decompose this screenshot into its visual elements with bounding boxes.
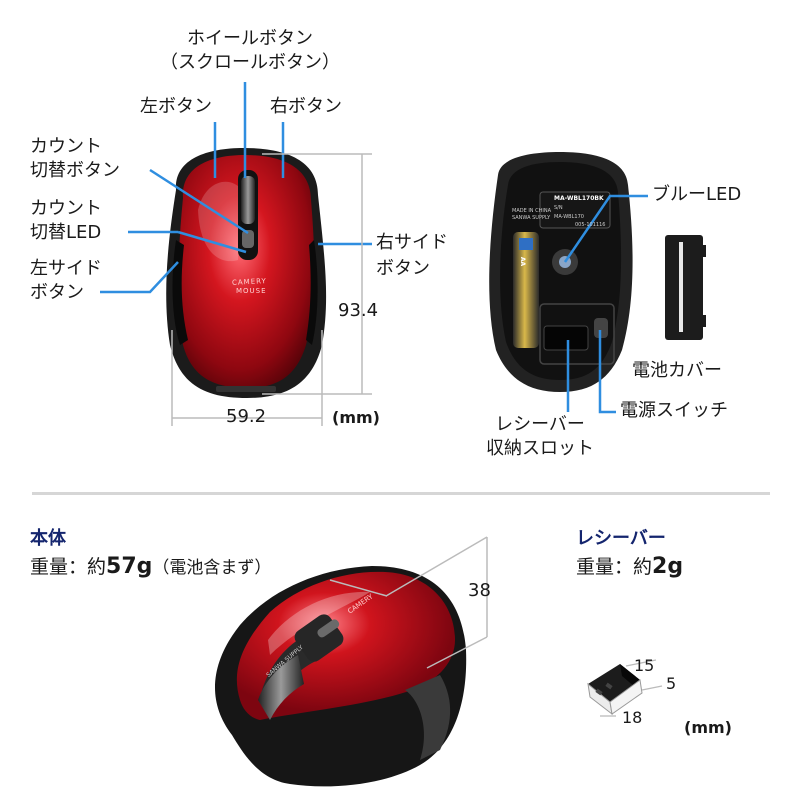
section-divider bbox=[32, 492, 770, 495]
right-button-label: 右ボタン bbox=[270, 96, 342, 117]
receiver-slot-label-line2: 収納スロット bbox=[486, 438, 594, 459]
battery-label: AA bbox=[519, 256, 527, 267]
right-side-button-label-line2: ボタン bbox=[376, 258, 430, 279]
dimension-unit-top: (mm) bbox=[332, 408, 380, 427]
body-weight-line: 重量：約57g（電池含まず） bbox=[30, 552, 271, 579]
receiver-illustration bbox=[587, 664, 643, 716]
body-spec-title: 本体 bbox=[30, 528, 66, 549]
wheel-button-sublabel: （スクロールボタン） bbox=[160, 52, 340, 73]
top-view-mouse bbox=[166, 148, 327, 398]
width-dimension: 59.2 bbox=[226, 406, 267, 427]
body-weight-value: 57g bbox=[106, 554, 153, 579]
bottom-label-model: MA-WBL170BK bbox=[554, 195, 604, 202]
receiver-spec-title: レシーバー bbox=[576, 528, 666, 549]
leader-lines-bottom bbox=[563, 194, 648, 414]
bottom-label-made-in: MADE IN CHINA bbox=[512, 208, 552, 214]
height-dimension: 38 bbox=[468, 580, 491, 601]
bottom-label-code: 005-101116 bbox=[575, 222, 606, 228]
receiver-height-dimension: 5 bbox=[666, 674, 677, 693]
battery-cover-illustration bbox=[665, 235, 706, 340]
dimension-unit-receiver: (mm) bbox=[684, 718, 732, 737]
dimension-lines-receiver bbox=[600, 659, 663, 717]
left-button-label: 左ボタン bbox=[140, 96, 212, 117]
bottom-label-model2: MA-WBL170 bbox=[554, 214, 584, 220]
count-led-label-line2: 切替LED bbox=[30, 222, 102, 243]
receiver-width-dimension: 15 bbox=[634, 656, 655, 675]
count-led-label-line1: カウント bbox=[30, 198, 102, 219]
blue-led-label: ブルーLED bbox=[652, 184, 742, 205]
receiver-slot-label-line1: レシーバー bbox=[495, 414, 585, 435]
left-side-button-label-line2: ボタン bbox=[30, 282, 84, 303]
battery-cover-label: 電池カバー bbox=[632, 360, 722, 381]
power-switch-label: 電源スイッチ bbox=[620, 400, 728, 421]
body-weight-suffix: （電池含まず） bbox=[152, 558, 272, 578]
side-view-mouse bbox=[214, 566, 467, 787]
receiver-length-dimension: 18 bbox=[622, 708, 643, 727]
top-logo-line2: MOUSE bbox=[236, 287, 267, 295]
right-side-button-label-line1: 右サイド bbox=[376, 232, 448, 253]
length-dimension: 93.4 bbox=[338, 300, 379, 321]
leader-lines-top bbox=[100, 82, 372, 294]
wheel-button-label: ホイールボタン bbox=[187, 28, 313, 49]
left-side-button-label-line1: 左サイド bbox=[30, 258, 102, 279]
bottom-view-mouse bbox=[489, 152, 633, 392]
body-weight-prefix: 重量：約 bbox=[30, 556, 107, 578]
receiver-weight-prefix: 重量：約 bbox=[576, 556, 653, 578]
count-switch-label-line1: カウント bbox=[30, 136, 102, 157]
receiver-weight-value: 2g bbox=[652, 554, 684, 579]
receiver-weight-line: 重量：約2g bbox=[576, 552, 683, 579]
count-switch-label-line2: 切替ボタン bbox=[30, 160, 120, 181]
dimension-lines-side bbox=[329, 536, 488, 669]
bottom-label-sn: S/N bbox=[554, 205, 563, 211]
bottom-label-brand: SANWA SUPPLY bbox=[512, 215, 551, 221]
dimension-lines-top bbox=[171, 153, 372, 426]
